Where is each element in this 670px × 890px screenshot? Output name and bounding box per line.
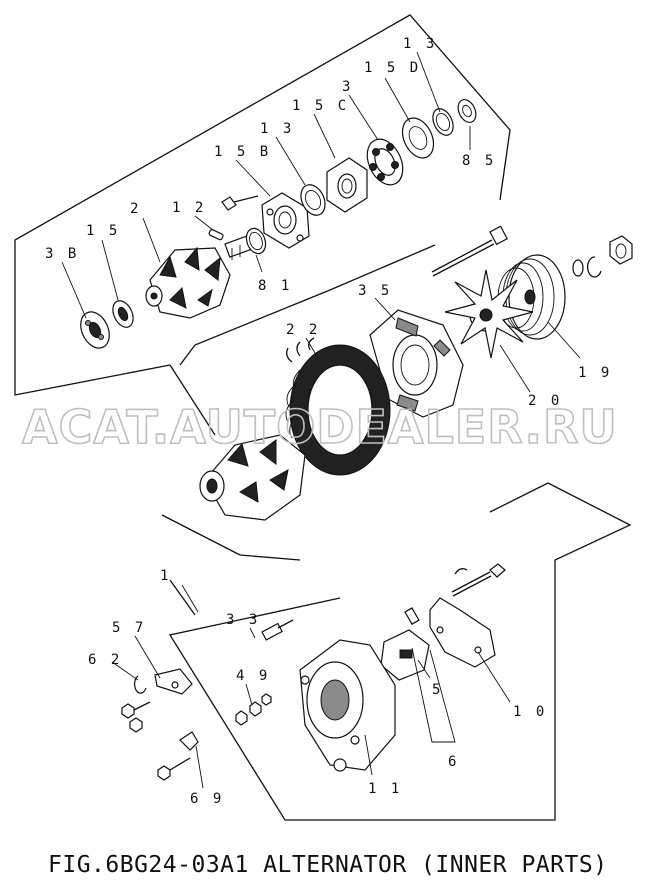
callout-35: 3 5 (358, 283, 392, 299)
upper-group-outline (14, 14, 511, 436)
callout-15c: 1 5 C (292, 98, 349, 114)
bolt-long (451, 563, 506, 597)
cover-15d (401, 117, 435, 159)
bearing-3 (366, 138, 404, 186)
callout-49: 4 9 (236, 668, 270, 684)
callout-3b: 3 B (45, 246, 79, 262)
through-bolt (431, 225, 508, 277)
callout-57: 5 7 (112, 620, 146, 636)
snap-ring-81 (245, 227, 267, 255)
watermark: ACAT.AUTODEALER.RU (22, 400, 618, 454)
bolt-62 (121, 675, 151, 733)
callout-20: 2 0 (528, 393, 562, 409)
key-12 (208, 229, 224, 241)
retainer-15c (326, 157, 368, 213)
callout-2: 2 (130, 201, 141, 217)
clip-69 (157, 731, 199, 781)
front-housing-35 (369, 309, 464, 418)
callout-1: 1 (160, 568, 171, 584)
spacer-13b (300, 184, 326, 216)
fan-20 (444, 269, 534, 359)
callout-85: 8 5 (462, 153, 496, 169)
callout-15: 1 5 (86, 223, 120, 239)
rotor-2 (145, 232, 259, 319)
bolt-15b (221, 195, 259, 211)
callout-15b: 1 5 B (214, 144, 271, 160)
brush-holder-5 (380, 607, 430, 681)
bearing-3b (80, 311, 110, 349)
middle-group-outline (161, 244, 436, 556)
callout-10: 1 0 (513, 704, 547, 720)
callout-69: 6 9 (190, 791, 224, 807)
lower-group-outline (168, 482, 632, 821)
cover-plate-10 (429, 597, 496, 668)
terminal-33 (261, 619, 294, 641)
ring-85 (457, 99, 477, 123)
callout-3: 3 (342, 79, 353, 95)
nut-washers (572, 235, 633, 278)
callout-6: 6 (448, 754, 459, 770)
retainer-plate-15b (261, 192, 310, 249)
callout-15d: 1 5 D (364, 60, 421, 76)
callout-19: 1 9 (578, 365, 612, 381)
rotor-assembly (199, 434, 306, 521)
nuts-49 (235, 693, 272, 726)
callout-22: 2 2 (286, 322, 320, 338)
stator-22 (285, 337, 391, 476)
callout-33: 3 3 (226, 612, 260, 628)
leader-lines (61, 51, 581, 789)
callout-5: 5 (432, 682, 443, 698)
callout-13-lower: 1 3 (260, 121, 294, 137)
spacer-15 (112, 300, 134, 328)
bracket-57 (154, 668, 193, 695)
callout-13-upper: 1 3 (403, 36, 437, 52)
callout-81: 8 1 (258, 278, 292, 294)
callout-12: 1 2 (172, 200, 206, 216)
callout-11: 1 1 (368, 781, 402, 797)
callout-62: 6 2 (88, 652, 122, 668)
figure-caption: FIG.6BG24-03A1 ALTERNATOR (INNER PARTS) (48, 852, 608, 878)
spacer-13a (432, 108, 454, 136)
callout-labels: 1 3 1 5 D 3 1 5 C 1 3 1 5 B 8 5 2 1 2 1 … (45, 36, 612, 807)
rear-housing-11 (299, 639, 396, 772)
